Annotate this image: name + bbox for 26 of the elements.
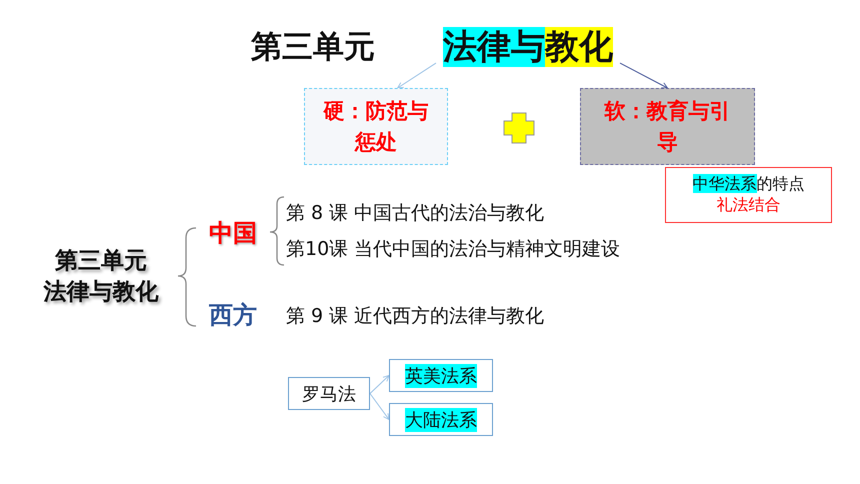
region-label: 西方 — [209, 300, 257, 331]
lesson-text: 第10课 当代中国的法治与精神文明建设 — [286, 237, 620, 262]
lesson-text: 第 8 课 中国古代的法治与教化 — [286, 201, 544, 226]
arrow — [370, 393, 390, 420]
box-text: 软：教育与引导 — [603, 97, 732, 156]
box-text: 礼法结合 — [716, 195, 780, 216]
note-box — [665, 167, 832, 223]
box-text: 大陆法系 — [405, 408, 477, 432]
arrow — [620, 62, 668, 88]
concept-box — [389, 403, 493, 436]
box-text: 硬：防范与惩处 — [322, 97, 430, 156]
unit-title-text: 法律与教化 — [44, 278, 158, 307]
heading-text: 法律与教化 — [443, 26, 613, 69]
box-text: 罗马法 — [302, 382, 356, 406]
heading-text: 第三单元 — [251, 28, 375, 67]
process-box — [580, 88, 755, 165]
process-box — [304, 88, 448, 165]
box-text: 中华法系的特点 — [692, 174, 804, 195]
box-text: 英美法系 — [405, 364, 477, 388]
arrow — [397, 62, 436, 88]
concept-box — [288, 377, 370, 410]
lesson-text: 第 9 课 近代西方的法律与教化 — [286, 304, 544, 329]
region-label: 中国 — [209, 218, 257, 249]
concept-box — [389, 359, 493, 392]
arrow — [370, 375, 390, 394]
unit-title-text: 第三单元 — [55, 246, 147, 276]
